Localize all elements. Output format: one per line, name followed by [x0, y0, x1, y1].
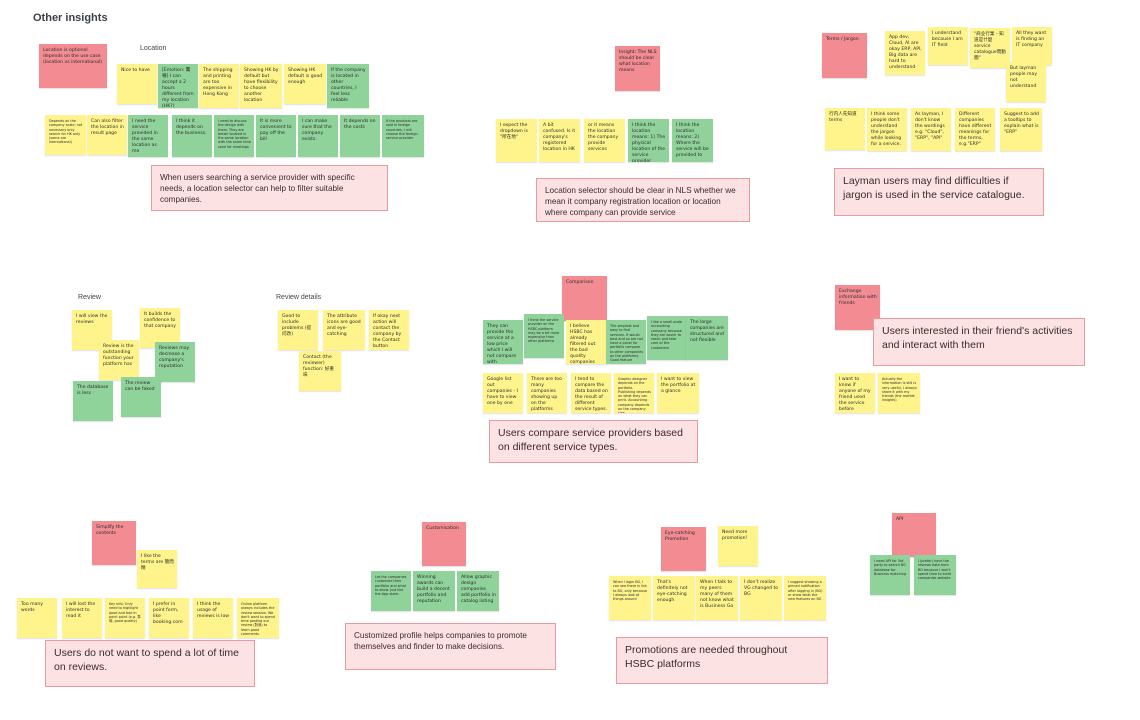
sticky-note-yellow[interactable]: A bit confused. Is it company's register…: [539, 119, 580, 162]
board-heading: Other insights: [33, 12, 108, 24]
sticky-note-green[interactable]: The large companies are structured and n…: [686, 316, 728, 360]
sticky-note-green[interactable]: If the products are sold in foreign coun…: [382, 115, 424, 157]
sticky-note-red[interactable]: Customisation: [422, 522, 466, 566]
sticky-note-yellow[interactable]: Key info: Only need to highlight good an…: [105, 598, 145, 638]
sticky-note-yellow[interactable]: That's definitely not eye-catching enoug…: [653, 576, 695, 620]
sticky-note-green[interactable]: I (prefer) have the reviews data from BG…: [914, 555, 956, 595]
sticky-note-red[interactable]: Terms / Jargon: [822, 33, 867, 78]
insight-callout[interactable]: Users compare service providers based on…: [489, 420, 698, 463]
sticky-note-yellow[interactable]: Google list out companies - I have to vi…: [483, 373, 523, 413]
sticky-note-green[interactable]: I like a small-scale accounting company …: [647, 316, 687, 360]
sticky-note-yellow[interactable]: Review is the outstanding function your …: [99, 340, 139, 380]
sticky-note-red[interactable]: API: [892, 513, 936, 557]
sticky-note-yellow[interactable]: Different companies have different meani…: [955, 108, 995, 151]
sticky-note-yellow[interactable]: When I talk to my peers many of them not…: [696, 576, 738, 620]
sticky-note-green[interactable]: I need API for 3rd party to search BG da…: [870, 555, 910, 595]
insight-callout[interactable]: When users searching a service provider …: [151, 165, 388, 211]
sticky-note-yellow[interactable]: I understand because I am IT field: [928, 27, 968, 65]
sticky-note-green[interactable]: I can make sure that the company exists.: [298, 115, 338, 157]
sticky-note-yellow[interactable]: I don't realize VG changed to BG: [740, 576, 782, 620]
sticky-note-yellow[interactable]: Suggest to add a tooltips to explain wha…: [1000, 108, 1042, 151]
sticky-note-yellow[interactable]: If okay next action will contact the com…: [369, 310, 409, 350]
sticky-note-yellow[interactable]: Need more promotion!: [718, 526, 758, 566]
sticky-note-yellow[interactable]: Contact (the reviewer) function: 好重味: [299, 351, 341, 391]
sticky-note-yellow[interactable]: Graphic designer depends on the portfoli…: [614, 373, 654, 413]
sticky-note-red[interactable]: Location is optional depends on the use …: [39, 44, 107, 88]
sticky-note-yellow[interactable]: Showing HK default is good enough: [284, 64, 326, 104]
sticky-note-green[interactable]: It depends on the costs: [340, 115, 380, 157]
sticky-note-yellow[interactable]: "商业行業 - 知道是什麼service catalogue而動圖": [970, 28, 1010, 68]
sticky-note-red[interactable]: Comparison: [562, 276, 607, 321]
sticky-note-green[interactable]: I need the service provided in the same …: [128, 115, 168, 157]
sticky-note-yellow[interactable]: I will lost the interest to read it: [62, 598, 102, 638]
sticky-note-yellow[interactable]: The attribute icons are good and eye-cat…: [323, 310, 365, 350]
sticky-note-red[interactable]: Simplify the contents: [92, 521, 136, 565]
sticky-note-red[interactable]: Eye-catching Promotion: [661, 527, 706, 571]
sticky-note-yellow[interactable]: I expect the dropdown is "所在地": [496, 119, 537, 162]
sticky-note-green[interactable]: [Emotion: 驚嚇] I can accept a 2 hours dif…: [158, 64, 198, 108]
sticky-note-yellow[interactable]: Depends on the company scale; not necess…: [45, 115, 86, 155]
sticky-note-yellow[interactable]: I believe HSBC has already filtered out …: [566, 320, 606, 364]
sticky-note-yellow[interactable]: or it means the location the company pro…: [584, 119, 625, 162]
sticky-note-green[interactable]: Winning awards can build a decent portfo…: [413, 571, 455, 611]
sticky-note-green[interactable]: Let the companies customize their portfo…: [371, 571, 411, 611]
sticky-note-green[interactable]: They can provide the service at a low pr…: [483, 320, 523, 364]
sticky-note-red[interactable]: Exchange information with friends: [835, 285, 880, 330]
insight-callout[interactable]: Users do not want to spend a lot of time…: [45, 640, 255, 687]
sticky-note-yellow[interactable]: Actually the information is still is ver…: [878, 373, 920, 413]
insight-callout[interactable]: Users interested in their friend's activ…: [873, 318, 1085, 366]
sticky-note-yellow[interactable]: 行内人先知道terms: [825, 108, 865, 150]
group-label-location: Location: [140, 45, 167, 52]
sticky-note-yellow[interactable]: Showing HK by default but have flexibili…: [240, 64, 282, 108]
sticky-note-green[interactable]: I think it depends on the business.: [172, 115, 212, 157]
sticky-note-green[interactable]: Reviews may decrease a company's reputat…: [155, 342, 195, 382]
sticky-note-green[interactable]: I need to discuss the design with them. …: [214, 115, 254, 157]
sticky-note-yellow[interactable]: Can also filter the location in result p…: [87, 115, 127, 155]
sticky-note-yellow[interactable]: When I login BG, I can see there is link…: [609, 576, 651, 620]
sticky-note-yellow[interactable]: Nice to have: [117, 64, 157, 104]
sticky-note-yellow[interactable]: All they want is finding an IT company: [1012, 27, 1052, 65]
insight-callout[interactable]: Customized profile helps companies to pr…: [345, 623, 556, 670]
sticky-note-yellow[interactable]: There are too many companies showing up …: [527, 373, 567, 413]
insight-callout[interactable]: Promotions are needed throughout HSBC pl…: [616, 637, 828, 684]
sticky-note-green[interactable]: If the company is located in other count…: [327, 64, 369, 108]
sticky-note-yellow[interactable]: I suggest showing a pinned notification …: [784, 576, 826, 620]
sticky-note-yellow[interactable]: As layman, I don't know the wordings e.g…: [911, 108, 951, 151]
sticky-note-green[interactable]: The simplest and easy to find services. …: [606, 320, 646, 364]
sticky-note-green[interactable]: It is more convenient to pay off the bil…: [256, 115, 296, 157]
sticky-note-red[interactable]: Insight: The NLS should be clear what lo…: [615, 46, 660, 91]
sticky-note-green[interactable]: I think the service provider on the HSBC…: [524, 314, 564, 358]
sticky-note-yellow[interactable]: I will view the reviews: [72, 310, 112, 350]
sticky-note-yellow[interactable]: I tend to compare the data based on the …: [571, 373, 611, 413]
sticky-note-yellow[interactable]: I want to view the portfolio at a glance: [657, 373, 699, 413]
insight-callout[interactable]: Layman users may find difficulties if ja…: [834, 168, 1044, 216]
sticky-note-yellow[interactable]: I like the terms are 簡而精: [137, 550, 177, 588]
sticky-note-yellow[interactable]: I want to know if anyone of my friend us…: [835, 373, 875, 413]
sticky-note-yellow[interactable]: I think some people don't understand the…: [867, 108, 907, 151]
sticky-note-green[interactable]: I think the location means: 2) Where the…: [672, 119, 713, 162]
sticky-note-green[interactable]: Allow graphic design companies add portf…: [457, 571, 499, 611]
insight-callout[interactable]: Location selector should be clear in NLS…: [536, 178, 750, 222]
group-label-review: Review: [78, 294, 101, 301]
sticky-note-yellow[interactable]: Too many words: [17, 598, 57, 638]
sticky-note-green[interactable]: The database is less: [73, 381, 113, 421]
sticky-note-yellow[interactable]: It builds the confidence to that company: [140, 308, 180, 348]
sticky-note-yellow[interactable]: App dev, Cloud, AI are okay ERP, API, Bi…: [885, 31, 925, 75]
group-label-review-details: Review details: [276, 294, 322, 301]
sticky-note-yellow[interactable]: The shipping and printing are too expens…: [199, 64, 239, 108]
sticky-note-green[interactable]: The review can be faked: [121, 377, 161, 417]
sticky-note-yellow[interactable]: I prefer in point form, like booking.com: [149, 598, 189, 638]
sticky-note-yellow[interactable]: But layman people may not understand: [1006, 62, 1046, 102]
sticky-note-yellow[interactable]: Online platform always includes the revi…: [237, 598, 279, 638]
sticky-note-yellow[interactable]: Good to include problems (提问改): [278, 310, 318, 350]
sticky-note-green[interactable]: I think the location means: 1) The physi…: [628, 119, 669, 162]
sticky-note-yellow[interactable]: I think the usage of reviews is low: [193, 598, 233, 638]
